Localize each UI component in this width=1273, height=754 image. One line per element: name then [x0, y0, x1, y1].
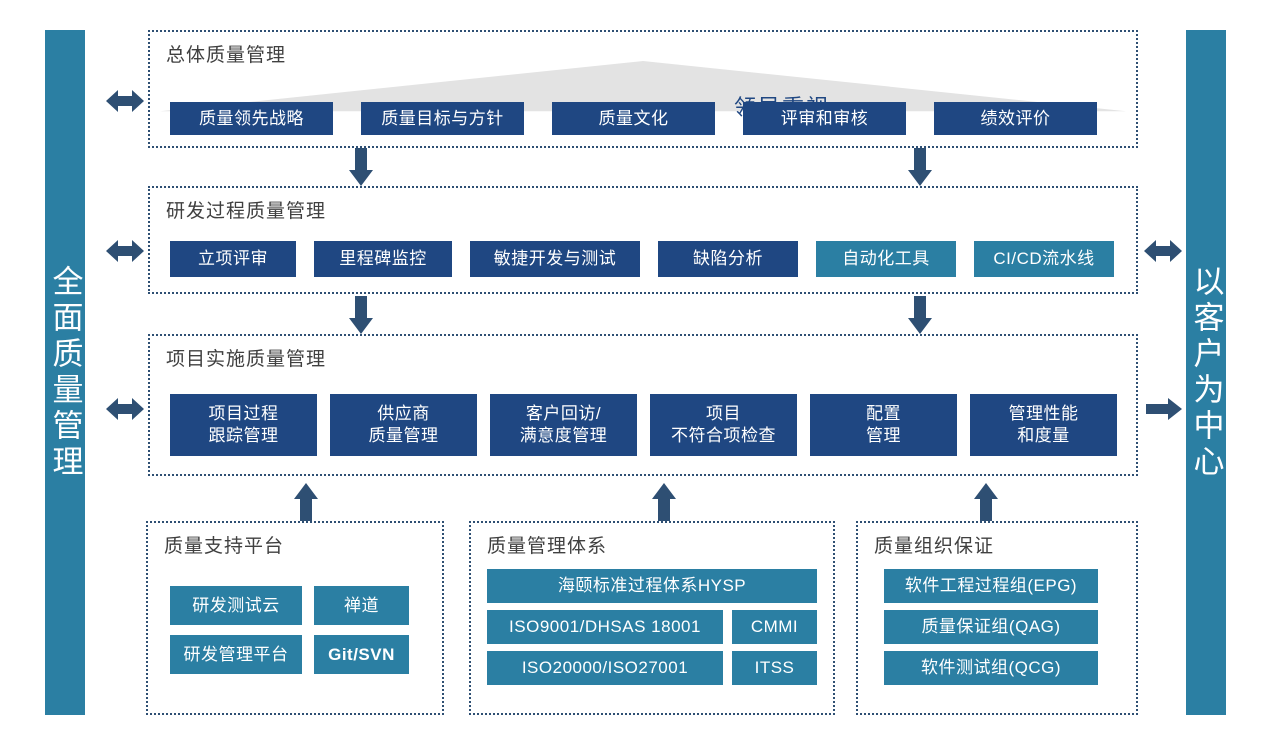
box-label: 禅道	[344, 595, 379, 615]
section-title-rd: 研发过程质量管理	[166, 201, 327, 222]
down-arrow-overall-to-rd-right-icon	[908, 148, 932, 186]
panel-rd-process-quality-management: 研发过程质量管理 立项评审 里程碑监控 敏捷开发与测试 缺陷分析 自动化工具 C…	[148, 186, 1138, 294]
right-arrow-project-icon	[1146, 398, 1182, 420]
box-label: 绩效评价	[980, 108, 1051, 128]
box-milestone-monitoring[interactable]: 里程碑监控	[314, 241, 452, 277]
box-label: ITSS	[754, 658, 795, 678]
box-project-initiation-review[interactable]: 立项评审	[170, 241, 296, 277]
panel-title-organization-assurance: 质量组织保证	[874, 536, 995, 557]
box-label: 自动化工具	[842, 249, 930, 269]
left-double-arrow-rd-icon	[106, 240, 144, 262]
box-rd-management-platform[interactable]: 研发管理平台	[170, 635, 302, 674]
box-label-line1: 项目	[706, 404, 741, 424]
section-title-overall: 总体质量管理	[166, 45, 287, 66]
box-label: 质量领先战略	[199, 108, 304, 128]
box-label: 质量文化	[598, 108, 669, 128]
box-label: 质量目标与方针	[381, 108, 504, 128]
box-label-line2: 管理	[866, 426, 901, 445]
box-label: 评审和审核	[780, 108, 869, 128]
up-arrow-organization-to-project-icon	[974, 483, 998, 521]
box-cmmi[interactable]: CMMI	[732, 610, 817, 644]
box-label-line2: 满意度管理	[519, 426, 608, 445]
panel-quality-management-system: 质量管理体系 海颐标准过程体系HYSP ISO9001/DHSAS 18001 …	[469, 521, 835, 715]
up-arrow-system-to-project-icon	[652, 483, 676, 521]
panel-project-implementation-quality-management: 项目实施质量管理 项目过程 跟踪管理 供应商 质量管理 客户回访/ 满意度管理 …	[148, 334, 1138, 476]
box-label-line2: 跟踪管理	[208, 426, 279, 445]
box-label: 软件测试组(QCG)	[920, 658, 1062, 678]
box-label: CMMI	[750, 617, 799, 637]
box-iso9001-dhsas18001[interactable]: ISO9001/DHSAS 18001	[487, 610, 723, 644]
box-label: ISO20000/ISO27001	[521, 658, 689, 678]
box-zentao[interactable]: 禅道	[314, 586, 409, 625]
box-epg[interactable]: 软件工程过程组(EPG)	[884, 569, 1098, 603]
box-label-line2: 和度量	[1017, 426, 1070, 445]
box-qag[interactable]: 质量保证组(QAG)	[884, 610, 1098, 644]
box-defect-analysis[interactable]: 缺陷分析	[658, 241, 798, 277]
box-label-line2: 质量管理	[368, 426, 439, 445]
panel-overall-quality-management: 总体质量管理 领导重视 质量领先战略 质量目标与方针 质量文化 评审和审核 绩效…	[148, 30, 1138, 148]
leadership-triangle-shape	[159, 60, 1127, 112]
box-agile-dev-and-test[interactable]: 敏捷开发与测试	[470, 241, 640, 277]
box-automation-tools[interactable]: 自动化工具	[816, 241, 956, 277]
box-cicd-pipeline[interactable]: CI/CD流水线	[974, 241, 1114, 277]
box-label: 研发管理平台	[183, 644, 289, 664]
up-arrow-support-to-project-icon	[294, 483, 318, 521]
box-label-line1: 管理性能	[1008, 404, 1079, 424]
down-arrow-rd-to-project-left-icon	[349, 296, 373, 334]
box-hysp-standard-process[interactable]: 海颐标准过程体系HYSP	[487, 569, 817, 603]
pillar-total-quality-management: 全面质量管理	[45, 30, 85, 715]
box-management-performance-metrics[interactable]: 管理性能 和度量	[970, 394, 1117, 456]
panel-title-management-system: 质量管理体系	[487, 536, 608, 557]
box-git-svn[interactable]: Git/SVN	[314, 635, 409, 674]
down-arrow-rd-to-project-right-icon	[908, 296, 932, 334]
box-label: 软件工程过程组(EPG)	[904, 576, 1078, 596]
box-label-line1: 配置	[866, 404, 901, 424]
box-qcg[interactable]: 软件测试组(QCG)	[884, 651, 1098, 685]
box-project-nonconformity-check[interactable]: 项目 不符合项检查	[650, 394, 797, 456]
box-performance-evaluation[interactable]: 绩效评价	[934, 102, 1097, 135]
box-customer-revisit-satisfaction[interactable]: 客户回访/ 满意度管理	[490, 394, 637, 456]
left-double-arrow-project-icon	[106, 398, 144, 420]
box-label-line1: 供应商	[377, 404, 430, 424]
box-label: 质量保证组(QAG)	[921, 617, 1061, 637]
box-itss[interactable]: ITSS	[732, 651, 817, 685]
box-supplier-quality-management[interactable]: 供应商 质量管理	[330, 394, 477, 456]
box-rd-test-cloud[interactable]: 研发测试云	[170, 586, 302, 625]
box-label: Git/SVN	[328, 644, 395, 664]
box-label: 缺陷分析	[693, 249, 763, 269]
pillar-left-label: 全面质量管理	[47, 264, 83, 481]
box-label-line2: 不符合项检查	[671, 426, 776, 445]
box-quality-culture[interactable]: 质量文化	[552, 102, 715, 135]
box-project-process-tracking[interactable]: 项目过程 跟踪管理	[170, 394, 317, 456]
box-label: CI/CD流水线	[993, 249, 1095, 269]
box-label: 研发测试云	[192, 595, 280, 615]
pillar-customer-centric: 以客户为中心	[1186, 30, 1226, 715]
box-label: 敏捷开发与测试	[493, 249, 617, 269]
box-review-and-audit[interactable]: 评审和审核	[743, 102, 906, 135]
box-label: 海颐标准过程体系HYSP	[557, 576, 747, 596]
box-label: 里程碑监控	[339, 249, 427, 269]
box-label: 立项评审	[198, 249, 268, 269]
panel-quality-support-platform: 质量支持平台 研发测试云 禅道 研发管理平台 Git/SVN	[146, 521, 444, 715]
box-label: ISO9001/DHSAS 18001	[509, 617, 701, 637]
box-label-line1: 项目过程	[208, 404, 279, 424]
box-quality-leading-strategy[interactable]: 质量领先战略	[170, 102, 333, 135]
box-label-line1: 客户回访/	[525, 404, 602, 424]
box-configuration-management[interactable]: 配置 管理	[810, 394, 957, 456]
box-iso20000-iso27001[interactable]: ISO20000/ISO27001	[487, 651, 723, 685]
box-quality-goals-policy[interactable]: 质量目标与方针	[361, 102, 524, 135]
panel-title-support-platform: 质量支持平台	[164, 536, 285, 557]
down-arrow-overall-to-rd-left-icon	[349, 148, 373, 186]
left-double-arrow-overall-icon	[106, 90, 144, 112]
panel-quality-organization-assurance: 质量组织保证 软件工程过程组(EPG) 质量保证组(QAG) 软件测试组(QCG…	[856, 521, 1138, 715]
right-double-arrow-rd-icon	[1144, 240, 1182, 262]
pillar-right-label: 以客户为中心	[1188, 264, 1224, 481]
section-title-project: 项目实施质量管理	[166, 349, 327, 370]
